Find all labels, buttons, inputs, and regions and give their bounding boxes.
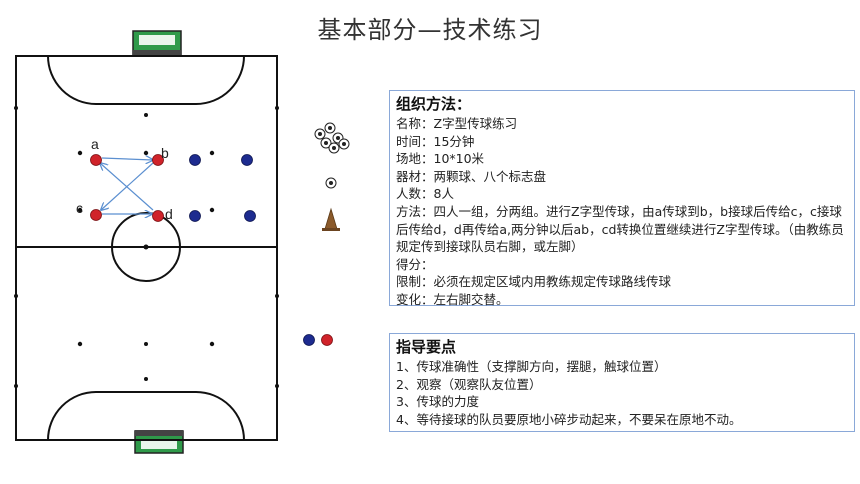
futsal-field-diagram: a b c d (14, 30, 350, 454)
org-line-field: 场地：10*10米 (396, 151, 485, 167)
guidance-line: 2、观察（观察队友位置） (396, 376, 542, 392)
label-c: c (76, 200, 83, 216)
label-b: b (161, 145, 169, 161)
top-goal (132, 30, 182, 56)
blue-player (189, 210, 201, 222)
bottom-penalty-area (47, 391, 245, 441)
ball-icon (325, 177, 337, 189)
balls-pile-icon (314, 122, 350, 154)
field-spots (14, 106, 279, 388)
org-line-variation: 变化：左右脚交替。 (396, 291, 509, 307)
org-line-players: 人数：8人 (396, 186, 454, 202)
org-line-equipment: 器材：两颗球、八个标志盘 (396, 168, 547, 184)
pass-arrow-a-to-b (101, 158, 153, 160)
organization-heading: 组织方法： (396, 95, 472, 113)
player-b (152, 154, 164, 166)
guidance-line: 3、传球的力度 (396, 394, 479, 410)
top-penalty-area (47, 55, 245, 105)
player-d (152, 210, 164, 222)
center-spot (143, 244, 149, 250)
player-a (90, 154, 102, 166)
cone-icon (322, 207, 340, 231)
org-line-restriction: 限制：必须在规定区域内用教练规定传球路线传球 (396, 274, 672, 290)
blue-player (241, 154, 253, 166)
organization-method-panel: 组织方法： 名称：Z字型传球练习 时间：15分钟 场地：10*10米 器材：两颗… (389, 90, 855, 307)
org-line-time: 时间：15分钟 (396, 133, 475, 149)
org-line-name: 名称：Z字型传球练习 (396, 116, 518, 131)
page-title: 基本部分—技术练习 (317, 16, 543, 44)
pass-arrow-d-to-a (100, 163, 154, 211)
player-c (90, 209, 102, 221)
guidance-heading: 指导要点 (396, 338, 457, 356)
legend-blue-player-icon (303, 334, 315, 346)
label-a: a (91, 136, 99, 152)
guidance-line: 4、等待接球的队员要原地小碎步动起来，不要呆在原地不动。 (396, 411, 742, 427)
players (90, 154, 256, 222)
blue-player (189, 154, 201, 166)
org-line-method: 方法：四人一组，分两组。进行Z字型传球，由a传球到b，b接球后传给c，c接球后传… (396, 203, 844, 255)
marker-discs (77, 150, 215, 347)
org-line-scoring: 得分： (396, 256, 434, 272)
coaching-points-panel: 指导要点 1、传球准确性（支撑脚方向，摆腿，触球位置） 2、观察（观察队友位置）… (389, 333, 855, 432)
label-d: d (165, 206, 173, 222)
guidance-line: 1、传球准确性（支撑脚方向，摆腿，触球位置） (396, 359, 667, 374)
pass-arrows (100, 158, 153, 214)
blue-player (244, 210, 256, 222)
bottom-goal (134, 430, 184, 454)
legend-red-player-icon (321, 334, 333, 346)
